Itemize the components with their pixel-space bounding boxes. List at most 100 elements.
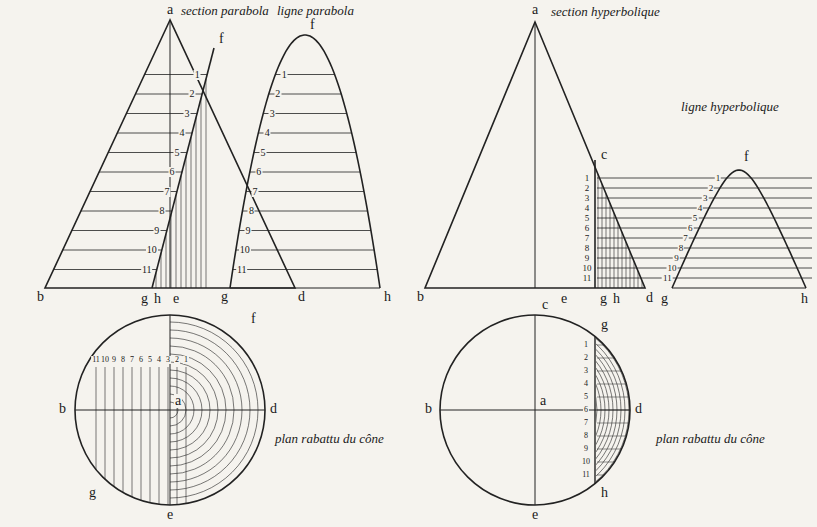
division-number: 3 [702, 194, 709, 203]
projection-line [597, 358, 615, 359]
hatch-line [171, 214, 172, 288]
point-letter: c [600, 148, 608, 162]
point-letter: g [600, 318, 609, 332]
point-letter: d [297, 290, 306, 304]
caption-label: ligne hyperbolique [680, 100, 780, 113]
level-arc [170, 346, 234, 474]
division-number: 7 [584, 234, 591, 243]
division-number: 3 [165, 356, 171, 364]
circle-axis [535, 315, 536, 505]
section-level [597, 208, 812, 209]
section-level [597, 258, 812, 259]
point-letter: f [218, 32, 225, 46]
projection-line [105, 367, 106, 479]
section-level [597, 268, 812, 269]
hatch-line [181, 176, 182, 288]
division-number: 6 [138, 356, 144, 364]
caption-label: section parabola [180, 4, 270, 17]
division-number: 3 [269, 109, 276, 119]
projection-line [597, 449, 622, 450]
point-letter: e [560, 292, 568, 306]
point-letter: g [140, 292, 149, 306]
division-number: 6 [168, 167, 175, 177]
point-letter: g [220, 290, 229, 304]
division-number: 6 [583, 406, 589, 414]
division-number: 4 [583, 380, 589, 388]
point-letter: h [383, 290, 392, 304]
section-level [597, 178, 812, 179]
division-number: 6 [255, 167, 262, 177]
level-arc [170, 338, 242, 482]
division-number: 3 [583, 367, 589, 375]
division-number: 11 [662, 274, 673, 283]
hatch-line [630, 252, 631, 288]
division-number: 7 [682, 234, 689, 243]
projection-line [141, 367, 142, 500]
parabola-chord [239, 230, 371, 231]
circle-axis [170, 315, 171, 505]
division-number: 6 [687, 224, 694, 233]
division-number: 4 [264, 128, 271, 138]
division-number: 5 [692, 214, 699, 223]
point-letter: e [531, 508, 539, 522]
division-number: 2 [174, 356, 180, 364]
hatch-line [622, 232, 623, 288]
hatch-line [186, 156, 187, 288]
projection-line [597, 345, 604, 346]
projection-line [177, 367, 178, 505]
point-letter: c [541, 298, 549, 312]
hatch-line [176, 195, 177, 288]
cone-outline [45, 20, 295, 288]
projection-line [96, 367, 97, 470]
division-number: 11 [236, 265, 248, 275]
hyperbola-base [672, 287, 806, 288]
level-arc [596, 348, 597, 472]
projection-line [597, 436, 626, 437]
parabola-chord [242, 211, 367, 212]
division-number: 11 [141, 265, 153, 275]
division-number: 11 [581, 471, 591, 479]
division-number: 6 [584, 224, 591, 233]
parabola-chord [250, 172, 360, 173]
projection-line [597, 462, 615, 463]
division-number: 10 [666, 264, 677, 273]
projection-line [132, 367, 133, 497]
division-number: 1 [194, 70, 201, 80]
division-number: 7 [583, 419, 589, 427]
division-number: 4 [697, 204, 704, 213]
parabola-chord [263, 113, 347, 114]
point-letter: b [58, 402, 67, 416]
division-number: 1 [715, 174, 722, 183]
point-letter: h [800, 292, 809, 306]
projection-line [186, 367, 187, 504]
point-letter: e [166, 508, 174, 522]
division-number: 9 [584, 254, 591, 263]
division-number: 8 [583, 432, 589, 440]
point-letter: a [539, 394, 547, 408]
point-letter: b [416, 290, 425, 304]
point-letter: g [88, 486, 97, 500]
division-number: 2 [274, 89, 281, 99]
division-number: 1 [583, 341, 589, 349]
projection-line [150, 367, 151, 503]
point-letter: d [645, 291, 654, 305]
hyperbola-curve [672, 170, 806, 288]
projection-line [168, 367, 169, 505]
section-level [597, 248, 812, 249]
caption-label: plan rabattu du cône [274, 432, 385, 445]
division-number: 10 [239, 245, 251, 255]
hatch-line [161, 253, 162, 288]
parabola-chord [254, 152, 356, 153]
point-letter: f [250, 312, 257, 326]
division-number: 10 [581, 458, 591, 466]
section-line [152, 48, 214, 288]
division-number: 2 [583, 354, 589, 362]
division-number: 9 [583, 445, 589, 453]
section-chord [594, 336, 595, 484]
parabola-chord [258, 133, 351, 134]
level-arc [170, 354, 226, 466]
division-number: 7 [252, 187, 259, 197]
cone-base-circle [440, 315, 630, 505]
projection-line [597, 371, 622, 372]
